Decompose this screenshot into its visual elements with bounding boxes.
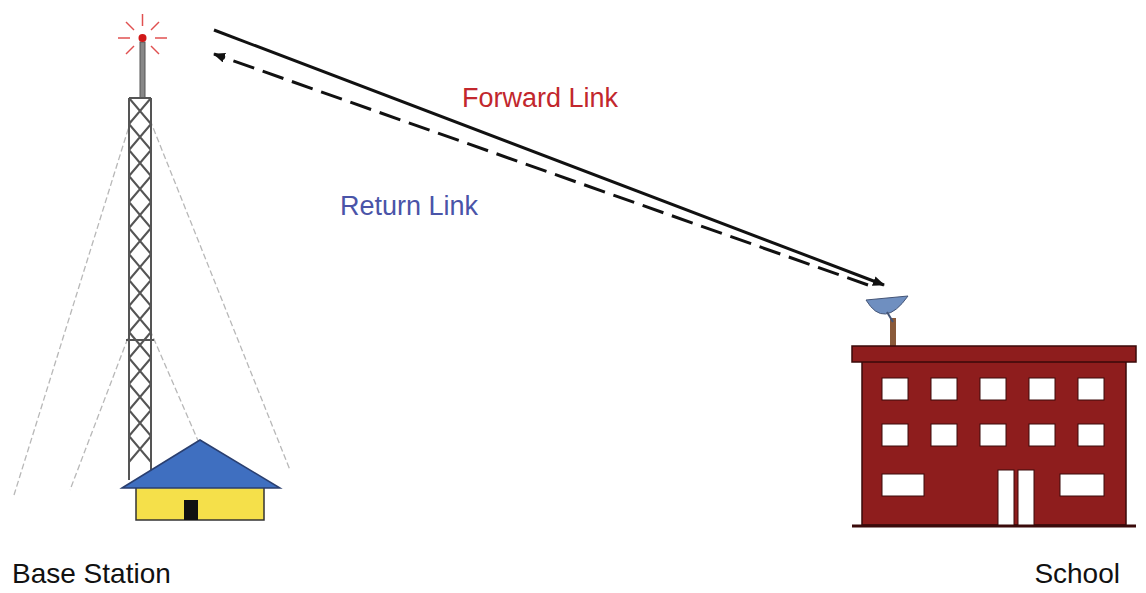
link-label: Forward Link: [462, 82, 618, 114]
base-station-node: Base Station: [0, 22, 214, 593]
lattice-tower: [126, 98, 154, 480]
return-link: [214, 54, 868, 285]
link-label: Return Link: [340, 190, 478, 222]
school-building: [852, 346, 1136, 526]
school-node: School: [858, 285, 1138, 593]
equipment-house: [122, 440, 280, 520]
satellite-dish: [866, 296, 908, 346]
node-caption: Base Station: [12, 557, 171, 591]
forward-link: [214, 30, 884, 285]
node-caption: School: [1034, 557, 1120, 591]
antenna-mast: [118, 14, 167, 98]
